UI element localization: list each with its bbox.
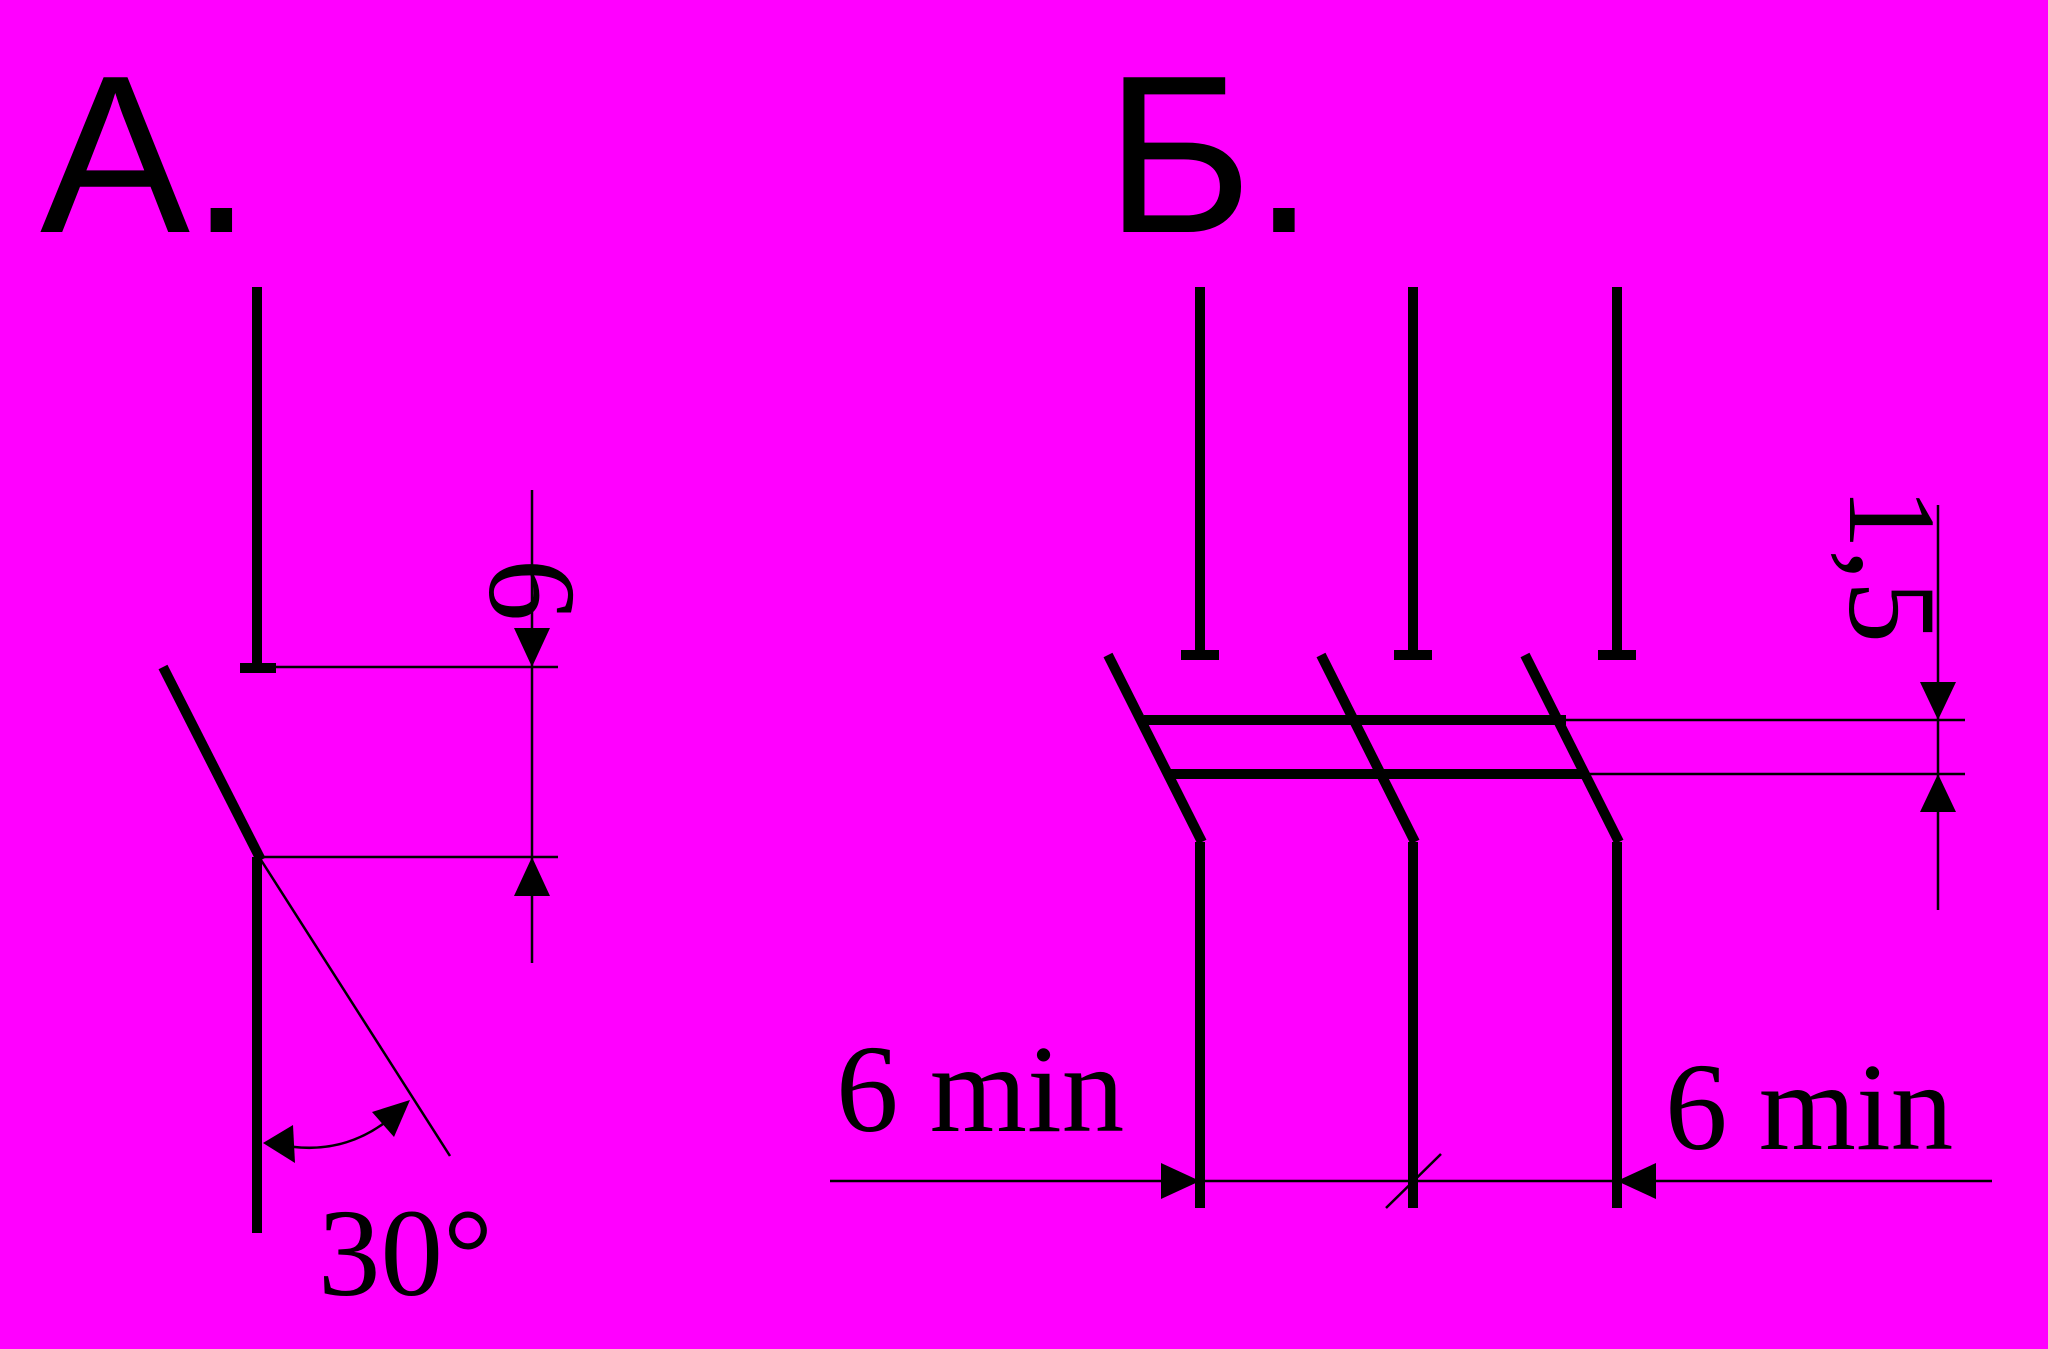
angle-reference-line bbox=[259, 859, 452, 1157]
dimension-text-right: 6 min bbox=[1665, 1039, 1953, 1177]
panel-b-label: Б. bbox=[1105, 28, 1315, 280]
panel-a: А. 6 30° bbox=[40, 28, 600, 1323]
moving-contact-blade bbox=[158, 664, 266, 863]
angle-arrow-right bbox=[372, 1100, 410, 1137]
angle-text: 30° bbox=[318, 1185, 493, 1323]
dimension-text-1-5: 1,5 bbox=[1822, 487, 1960, 643]
spacing-tick-middle bbox=[1385, 1153, 1442, 1209]
dimension-text-left: 6 min bbox=[836, 1021, 1124, 1159]
dimension-arrow-top bbox=[514, 628, 550, 667]
angle-arrow-left bbox=[263, 1125, 295, 1163]
panel-b: Б. 1,5 6 min 6 min bbox=[830, 28, 1992, 1209]
spacing-arrow-left bbox=[1161, 1163, 1200, 1199]
dimension-arrow-bottom bbox=[514, 857, 550, 896]
pole-3-blade bbox=[1520, 652, 1624, 845]
dimension-text-6: 6 bbox=[462, 559, 600, 622]
pole-2-blade bbox=[1316, 652, 1420, 845]
pole-1-blade bbox=[1103, 652, 1207, 845]
dimension-1-5-arrow-bottom bbox=[1920, 774, 1956, 812]
dimension-1-5-arrow-top bbox=[1920, 682, 1956, 720]
panel-a-label: А. bbox=[40, 28, 253, 280]
spacing-arrow-right bbox=[1617, 1163, 1656, 1199]
